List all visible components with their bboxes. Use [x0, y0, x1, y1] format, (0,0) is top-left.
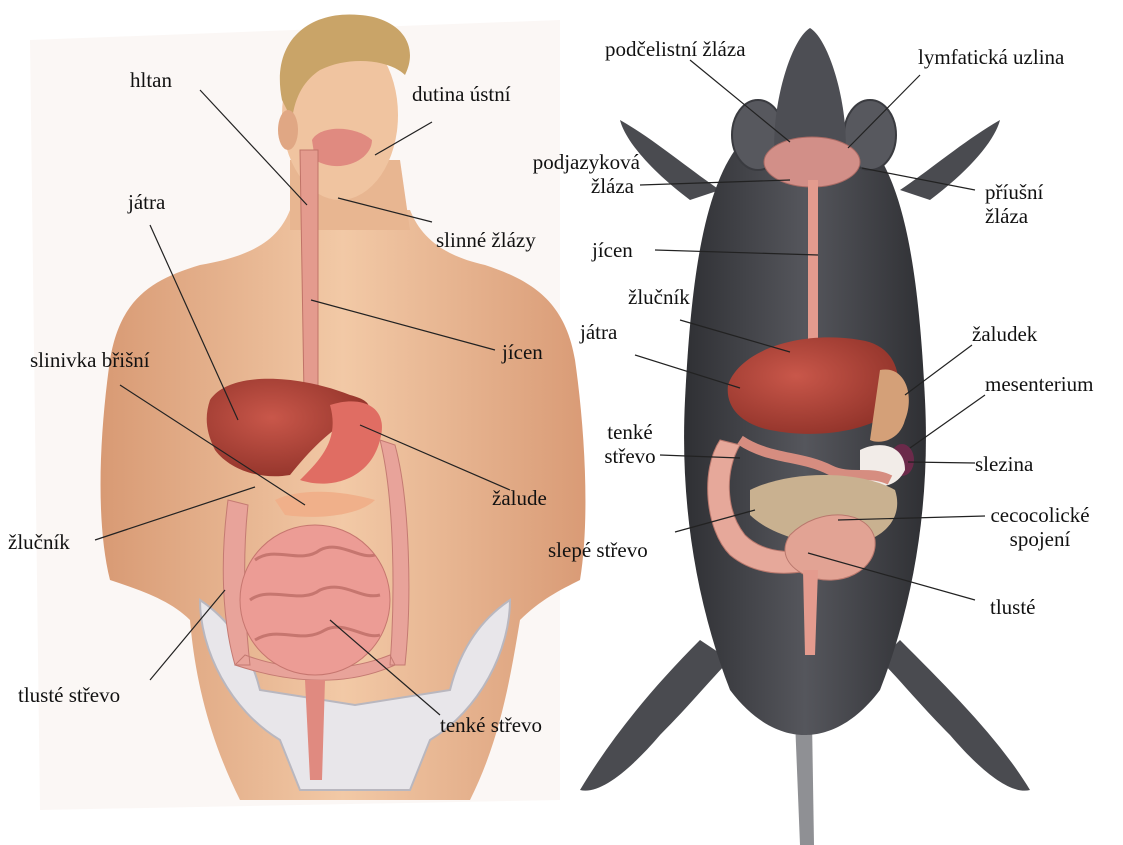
label-jicen-mouse: jícen [592, 238, 633, 262]
label-priusni-line2: žláza [985, 204, 1043, 228]
label-priusni: příušní žláza [985, 180, 1043, 228]
label-slinne-zlazy: slinné žlázy [436, 228, 536, 252]
label-tenke-line1: tenké [590, 420, 670, 444]
mouse-hind-leg-right [880, 640, 1030, 791]
human-ear [278, 110, 298, 150]
label-zlucnik-human: žlučník [8, 530, 70, 554]
label-podcelistni: podčelistní žláza [605, 37, 746, 61]
label-cecocolicke: cecocolické spojení [980, 503, 1100, 551]
label-podjazykova: podjazyková žláza [490, 150, 640, 198]
label-zaludek-human: žalude [492, 486, 547, 510]
label-jicen-human: jícen [502, 340, 543, 364]
label-priusni-line1: příušní [985, 180, 1043, 204]
label-hltan: hltan [130, 68, 172, 92]
label-tenke-line2: střevo [590, 444, 670, 468]
label-slinivka: slinivka břišní [30, 348, 150, 372]
label-zlucnik-mouse: žlučník [628, 285, 690, 309]
label-cecocolicke-line2: spojení [980, 527, 1100, 551]
label-slezina: slezina [975, 452, 1033, 476]
label-tluste-mouse: tlusté [990, 595, 1036, 619]
label-lymfaticka: lymfatická uzlina [918, 45, 1064, 69]
label-podjazykova-line1: podjazyková [490, 150, 640, 174]
label-slepe: slepé střevo [548, 538, 648, 562]
label-mesenterium: mesenterium [985, 372, 1093, 396]
mouse-tail [795, 720, 814, 845]
label-tenke-strevo-human: tenké střevo [440, 713, 542, 737]
mouse-esophagus [808, 180, 818, 352]
label-cecocolicke-line1: cecocolické [980, 503, 1100, 527]
label-jatra-human: játra [128, 190, 165, 214]
label-zaludek-mouse: žaludek [972, 322, 1037, 346]
label-jatra-mouse: játra [580, 320, 617, 344]
label-dutina-ustni: dutina ústní [412, 82, 511, 106]
label-tluste-strevo-human: tlusté střevo [18, 683, 120, 707]
label-tenke-mouse: tenké střevo [590, 420, 670, 468]
mouse-salivary-glands [764, 137, 860, 187]
label-podjazykova-line2: žláza [490, 174, 640, 198]
mouse-hind-leg-left [580, 640, 730, 791]
